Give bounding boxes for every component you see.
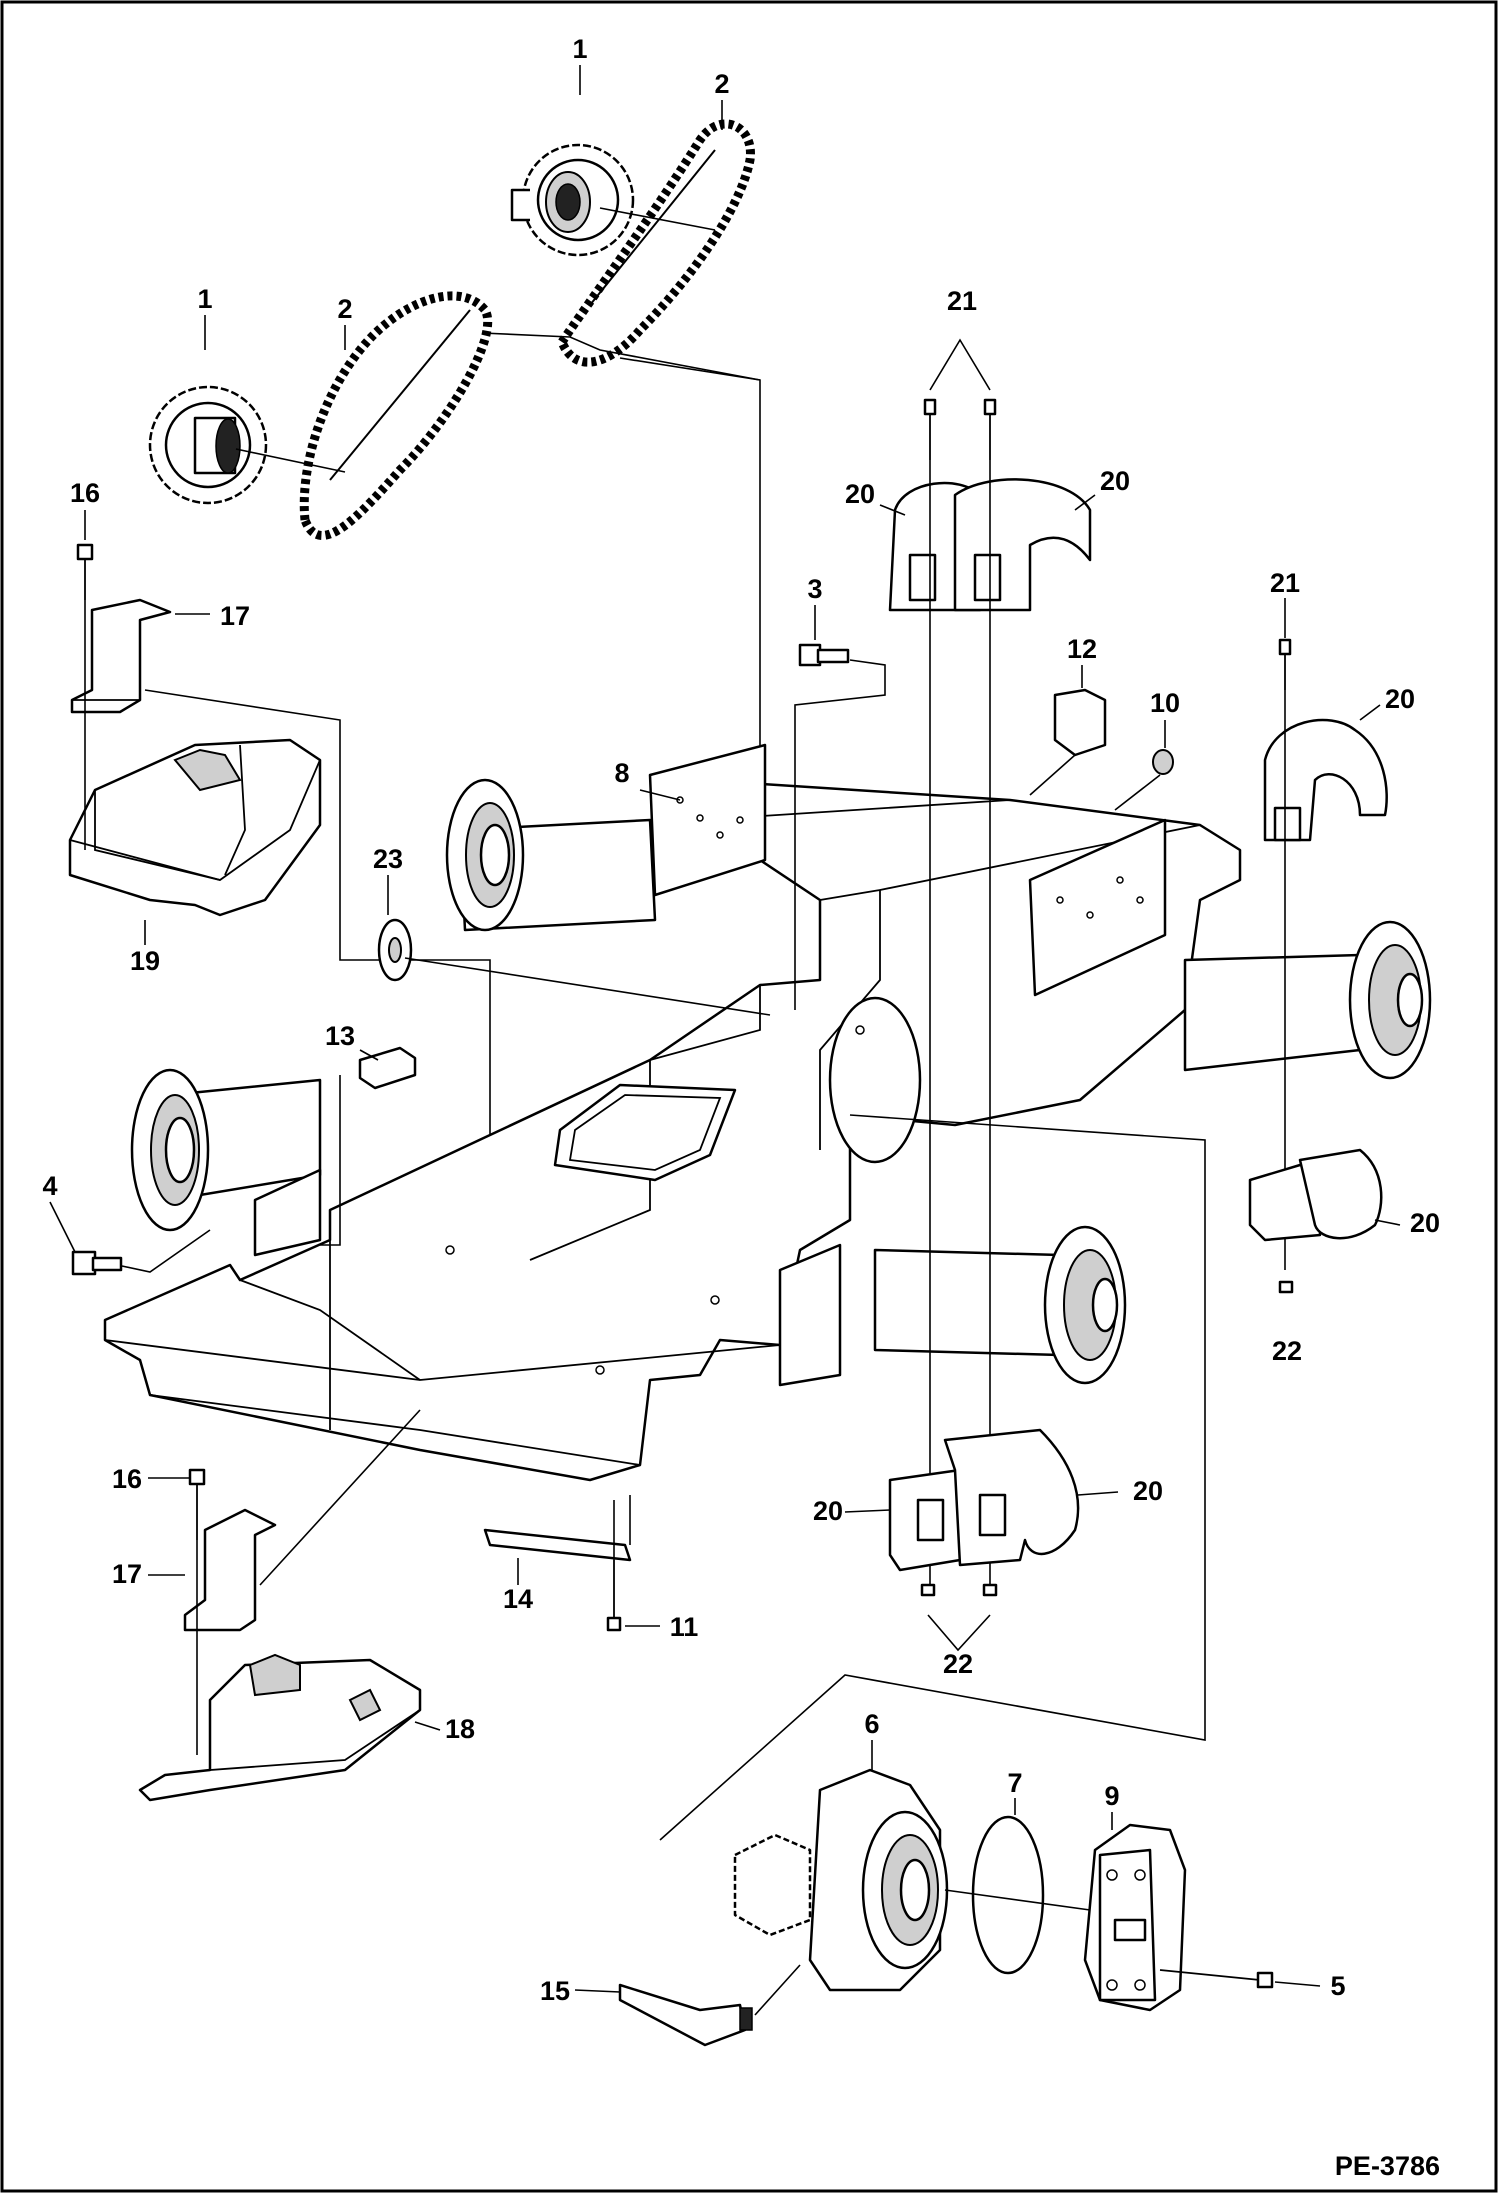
callout-11: 11 (670, 1612, 699, 1642)
plate-14 (483, 1528, 632, 1562)
callout-20a: 20 (845, 479, 875, 509)
callout-21a: 21 (947, 286, 977, 316)
callout-8: 8 (614, 758, 629, 788)
callout-17b: 17 (112, 1559, 142, 1589)
bolt-5 (1159, 1969, 1274, 1989)
sprocket-upper (510, 143, 635, 257)
callout-20f: 20 (813, 1496, 843, 1526)
bolt-21-right-side (1278, 638, 1292, 690)
nut-22-right-bottom (982, 1583, 998, 1597)
callout-20e: 20 (1133, 1476, 1163, 1506)
callout-12: 12 (1067, 634, 1097, 664)
callout-6: 6 (864, 1709, 879, 1739)
callout-2a: 2 (714, 69, 729, 99)
axle-hub-upper-left (445, 778, 525, 932)
bolt-16-upper (76, 543, 94, 600)
callout-4: 4 (42, 1171, 57, 1201)
bolt-3 (798, 643, 850, 667)
callout-20b: 20 (1100, 466, 1130, 496)
callout-21b: 21 (1270, 568, 1300, 598)
callout-16b: 16 (112, 1464, 142, 1494)
callout-20d: 20 (1410, 1208, 1440, 1238)
plug-10 (1152, 749, 1174, 775)
grease-tube-15 (618, 1983, 753, 2047)
callout-1a: 1 (572, 34, 587, 64)
figure-reference-code: PE-3786 (1335, 2151, 1440, 2181)
o-ring-7 (971, 1815, 1045, 1975)
drive-chain-upper (556, 119, 755, 367)
guard-18 (138, 1653, 422, 1802)
callout-18: 18 (445, 1714, 475, 1744)
sprocket-lower (148, 385, 268, 505)
bolt-21-left (923, 398, 937, 460)
callout-3: 3 (807, 574, 822, 604)
callout-1b: 1 (197, 284, 212, 314)
drive-chain-lower (299, 291, 493, 540)
bearing-half-20-right-upper (1263, 718, 1388, 842)
callout-13: 13 (325, 1021, 355, 1051)
bracket-17-lower (183, 1508, 277, 1632)
bearing-half-20-right-lower (1248, 1148, 1383, 1242)
spacer-12 (1053, 688, 1107, 757)
callout-9: 9 (1104, 1781, 1119, 1811)
callout-2b: 2 (337, 294, 352, 324)
callout-19: 19 (130, 946, 160, 976)
callout-15: 15 (540, 1976, 570, 2006)
bracket-17-upper (70, 598, 172, 714)
nut-22-left (920, 1583, 936, 1597)
nut-22-right (1278, 1280, 1294, 1294)
callout-20c: 20 (1385, 684, 1415, 714)
bearing-half-20-lower-left (888, 1468, 962, 1572)
axle-hub-lower-left (130, 1068, 210, 1232)
bolt-11 (606, 1560, 622, 1632)
callout-23: 23 (373, 844, 403, 874)
callout-16a: 16 (70, 478, 100, 508)
drive-motor-6 (733, 1768, 949, 1992)
frame-holes (445, 796, 1144, 1375)
bearing-half-20-upper-right (953, 478, 1092, 612)
bolt-16-lower (188, 1468, 206, 1540)
callout-22a: 22 (1272, 1336, 1302, 1366)
callout-10: 10 (1150, 688, 1180, 718)
callout-22b: 22 (943, 1649, 973, 1679)
callout-14: 14 (503, 1584, 533, 1614)
callout-17a: 17 (220, 601, 250, 631)
label-leaders (49, 65, 1401, 1993)
callout-labels: 1 2 1 2 21 16 20 20 17 3 21 12 10 20 8 2… (42, 34, 1440, 2006)
washer-23 (377, 918, 413, 982)
axle-hub-upper-right (1348, 920, 1432, 1080)
callout-7: 7 (1007, 1768, 1022, 1798)
bolt-21-right (983, 398, 997, 460)
axle-hub-lower-right (1043, 1225, 1127, 1385)
bearing-half-20-lower-right (943, 1428, 1080, 1567)
callout-5: 5 (1330, 1971, 1345, 2001)
guard-19 (68, 738, 322, 917)
valve-9 (1083, 1823, 1187, 2012)
bolt-4 (71, 1250, 123, 1276)
